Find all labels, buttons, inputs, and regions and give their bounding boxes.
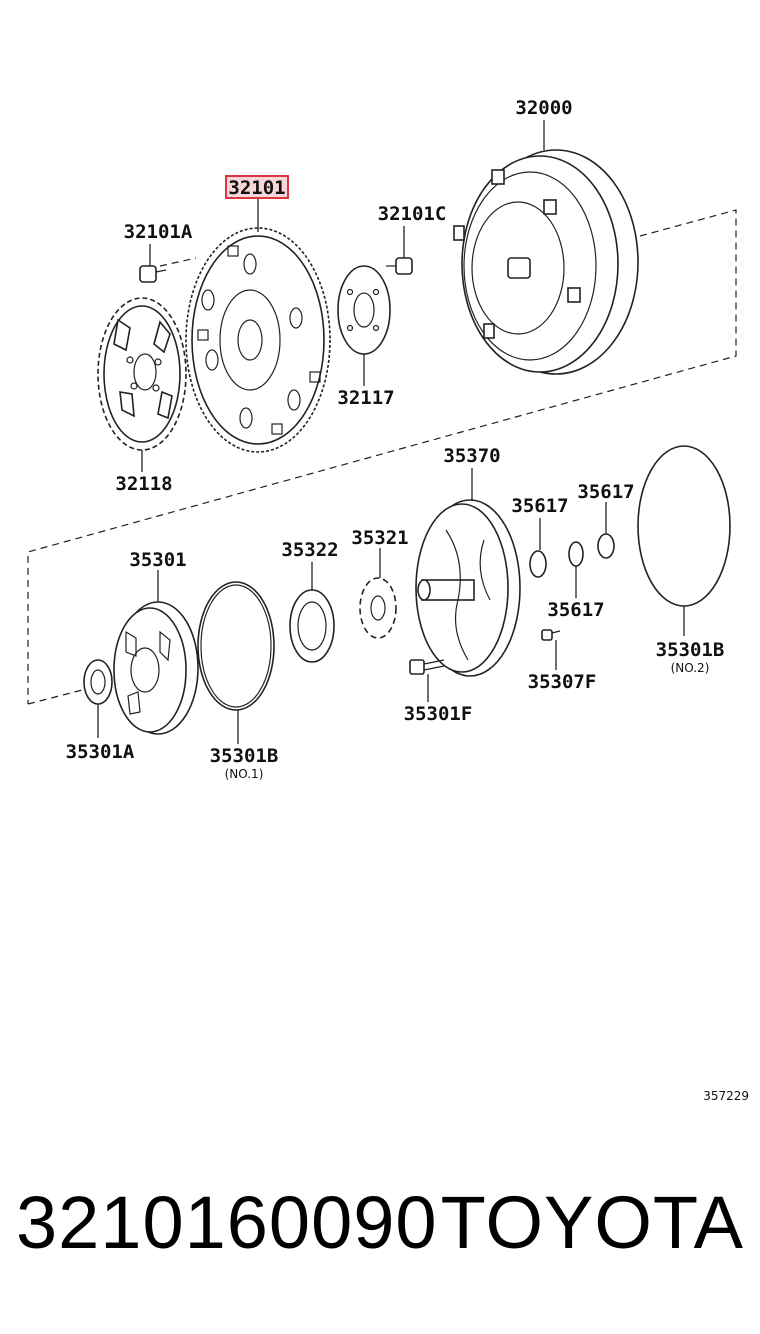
part-32118-sprocket[interactable] xyxy=(97,297,187,451)
callout-35617[interactable]: 35617 xyxy=(511,495,568,517)
callout-35322[interactable]: 35322 xyxy=(281,539,338,561)
part-35301B-no2-o-ring[interactable] xyxy=(637,445,731,607)
part-35617-seal-ring[interactable] xyxy=(568,541,584,567)
callout-35301B-no1-sub: (NO.1) xyxy=(225,767,264,781)
part-35301B-no1-o-ring[interactable] xyxy=(197,581,275,711)
callout-35307F[interactable]: 35307F xyxy=(528,671,597,693)
part-35617-seal-ring[interactable] xyxy=(597,533,615,559)
callout-32101[interactable]: 32101 xyxy=(228,177,285,199)
callout-35617[interactable]: 35617 xyxy=(547,599,604,621)
part-35617-seal-ring[interactable] xyxy=(529,550,547,578)
part-32101-drive-plate[interactable] xyxy=(185,227,331,453)
callout-35617[interactable]: 35617 xyxy=(577,481,634,503)
part-32117-spacer[interactable] xyxy=(337,265,391,355)
part-35301A-oil-seal[interactable] xyxy=(83,659,113,705)
callout-32101C[interactable]: 32101C xyxy=(378,203,447,225)
part-35301F-bolt[interactable] xyxy=(409,659,445,675)
part-35301-pump-body[interactable] xyxy=(113,601,199,735)
part-32101C-bolt[interactable] xyxy=(386,257,413,275)
part-32101A-bolt[interactable] xyxy=(139,265,167,283)
callout-35301A[interactable]: 35301A xyxy=(66,741,135,763)
callout-35301F[interactable]: 35301F xyxy=(404,703,473,725)
part-35301B-no1-o-ring-inner xyxy=(200,584,272,708)
highlight-box xyxy=(225,175,289,199)
footer-part-number: 3210160090 xyxy=(16,1181,438,1264)
part-35322-driven-gear[interactable] xyxy=(289,589,335,663)
assembly-boundary-segment xyxy=(159,257,197,267)
callout-32117[interactable]: 32117 xyxy=(337,387,394,409)
callout-32101A[interactable]: 32101A xyxy=(124,221,193,243)
part-35321-drive-gear[interactable] xyxy=(359,577,397,639)
callout-35301[interactable]: 35301 xyxy=(129,549,186,571)
leader-lines xyxy=(97,120,685,744)
callout-35301B-no1[interactable]: 35301B xyxy=(210,745,279,767)
part-32000-torque-converter[interactable] xyxy=(453,149,639,375)
part-35370-stator-shaft[interactable] xyxy=(415,499,521,677)
footer-brand: TOYOTA xyxy=(440,1181,744,1264)
callout-32118[interactable]: 32118 xyxy=(115,473,172,495)
assembly-boundary-segment xyxy=(27,687,91,705)
part-35307F-bolt[interactable] xyxy=(541,629,561,641)
illustration-reference: 357229 xyxy=(703,1089,749,1103)
callout-35301B-no2-sub: (NO.2) xyxy=(671,661,710,675)
assembly-boundary xyxy=(27,209,737,704)
callout-35321[interactable]: 35321 xyxy=(351,527,408,549)
footer: 3210160090 TOYOTA xyxy=(0,1180,760,1290)
callout-35301B-no2[interactable]: 35301B xyxy=(656,639,725,661)
callout-32000[interactable]: 32000 xyxy=(515,97,572,119)
callout-35370[interactable]: 35370 xyxy=(443,445,500,467)
